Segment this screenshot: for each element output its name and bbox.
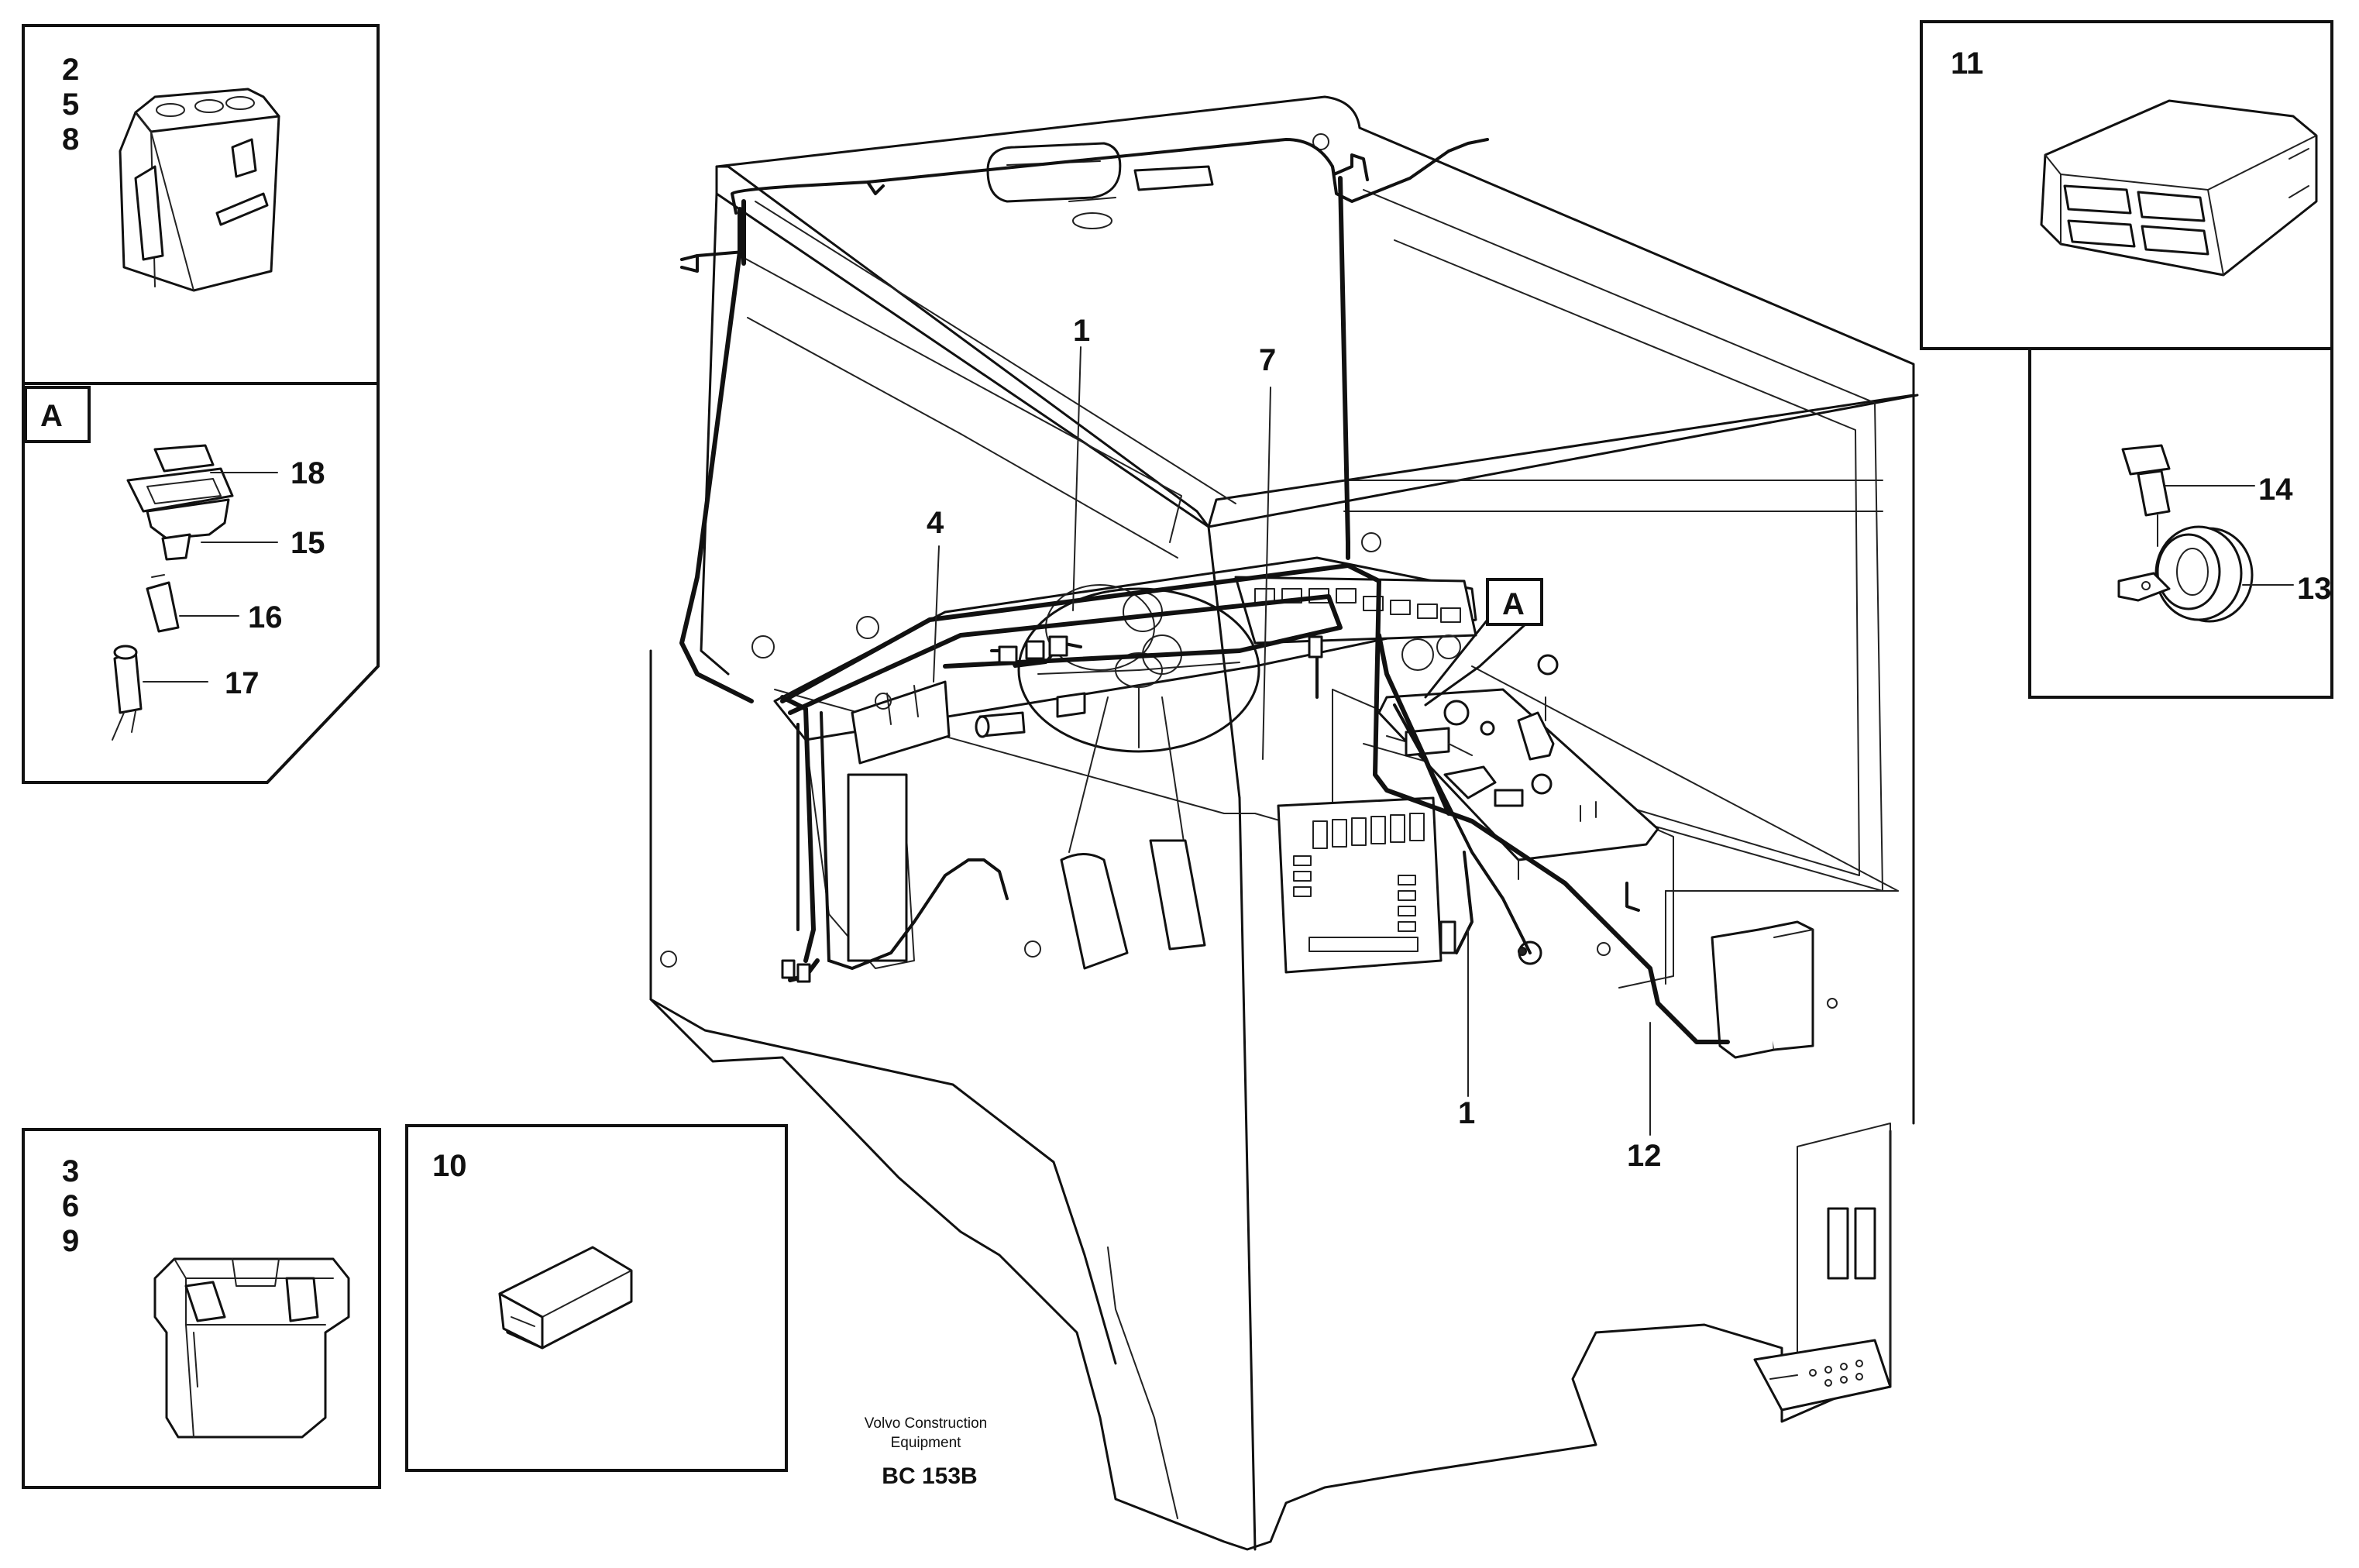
bulb-holder-icon <box>112 444 234 741</box>
detail-a-item-15: 15 <box>291 526 325 560</box>
drawing-code: BC 153B <box>882 1463 977 1489</box>
relay-258-icon <box>119 88 280 292</box>
cab-drawing <box>649 95 1919 1551</box>
display-unit <box>1277 796 1443 974</box>
grommet-item-14: 14 <box>2258 473 2293 507</box>
detail-marker: A <box>1502 587 1525 621</box>
detail-marker-box <box>1486 578 1543 626</box>
panel-fuse-10: 10 <box>405 1124 788 1472</box>
panel-detail-a: A 18 15 16 17 <box>22 382 380 784</box>
fuse-10-label: 10 <box>432 1149 467 1183</box>
callout-harness-1-bottom: 1 <box>1458 1096 1475 1130</box>
connector-11-icon <box>2040 99 2318 277</box>
grommet-item-13: 13 <box>2297 572 2332 606</box>
detail-a-item-17: 17 <box>225 666 260 700</box>
wire-harness <box>679 138 1730 1044</box>
fuse-10-icon <box>498 1246 633 1350</box>
steering-wheel <box>1017 587 1260 853</box>
relay-369-label-3: 9 <box>62 1224 79 1258</box>
relay-369-icon <box>153 1257 350 1439</box>
connector-11-label: 11 <box>1951 46 1983 81</box>
relay-258-label-3: 8 <box>62 122 79 156</box>
callout-harness-1-top: 1 <box>1073 314 1090 348</box>
callout-item-4: 4 <box>927 506 944 540</box>
drawing-footer: Volvo Construction Equipment BC 153B <box>865 1415 987 1489</box>
panel-relay-258: 2 5 8 <box>22 24 380 385</box>
relay-369-label-2: 6 <box>62 1189 79 1223</box>
relay-369-label-1: 3 <box>62 1154 79 1188</box>
maker-line-2: Equipment <box>891 1435 962 1451</box>
detail-a-item-16: 16 <box>248 600 283 634</box>
relay-258-label-2: 5 <box>62 88 79 122</box>
callout-leaders <box>933 346 1651 1136</box>
panel-grommet: 14 13 <box>2028 347 2333 699</box>
panel-relay-369: 3 6 9 <box>22 1128 381 1489</box>
detail-a-item-18: 18 <box>291 456 325 490</box>
detail-a-marker: A <box>40 399 63 433</box>
grommet-icon <box>2117 444 2254 623</box>
callout-item-12: 12 <box>1627 1139 1662 1173</box>
maker-line-1: Volvo Construction <box>865 1415 987 1432</box>
callout-item-7: 7 <box>1259 343 1276 377</box>
panel-connector-11: 11 <box>1920 20 2333 350</box>
relay-258-label-1: 2 <box>62 53 79 87</box>
